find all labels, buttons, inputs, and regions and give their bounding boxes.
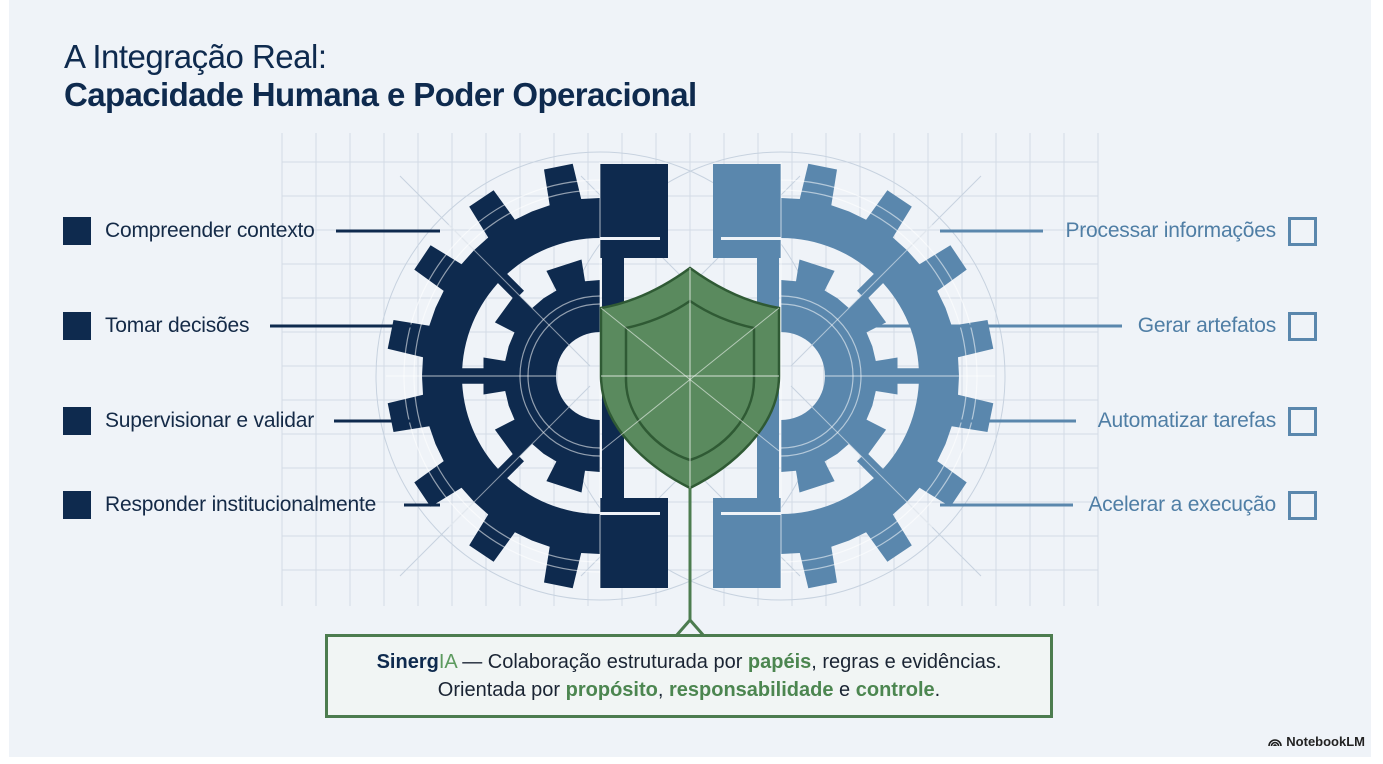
brand-ia: IA bbox=[438, 651, 457, 673]
synergy-callout: SinergIA — Colaboração estruturada por p… bbox=[325, 634, 1053, 718]
human-capacity-item: Supervisionar e validar bbox=[63, 406, 314, 436]
item-label: Compreender contexto bbox=[105, 219, 315, 242]
outline-square-icon bbox=[1288, 216, 1317, 246]
highlight-papeis: papéis bbox=[747, 651, 812, 673]
outline-square-icon bbox=[1288, 311, 1317, 341]
watermark-label: NotebookLM bbox=[1286, 734, 1365, 749]
item-label: Responder institucionalmente bbox=[105, 493, 377, 516]
brand-sinerg: Sinerg bbox=[376, 651, 439, 673]
callout-line-2: Orientada por propósito, responsabilidad… bbox=[438, 676, 940, 704]
item-label: Acelerar a execução bbox=[1088, 493, 1276, 516]
callout-text: Orientada por bbox=[437, 679, 566, 701]
connector-lines bbox=[270, 229, 1122, 507]
human-capacity-gear-icon bbox=[386, 162, 668, 590]
shield-icon bbox=[599, 266, 781, 637]
item-label: Supervisionar e validar bbox=[105, 409, 315, 432]
highlight-proposito: propósito bbox=[565, 679, 658, 701]
callout-text: , regras e evidências. bbox=[811, 651, 1002, 673]
outline-square-icon bbox=[1288, 490, 1317, 520]
item-label: Tomar decisões bbox=[105, 314, 250, 337]
item-label: Gerar artefatos bbox=[1137, 314, 1276, 337]
highlight-responsabilidade: responsabilidade bbox=[668, 679, 834, 701]
notebooklm-watermark: NotebookLM bbox=[1268, 734, 1365, 749]
callout-text: . bbox=[934, 679, 941, 701]
highlight-controle: controle bbox=[855, 679, 935, 701]
operational-power-item: Automatizar tarefas bbox=[1098, 406, 1317, 436]
callout-text: , bbox=[657, 679, 669, 701]
human-capacity-item: Responder institucionalmente bbox=[63, 490, 376, 520]
callout-line-1: SinergIA — Colaboração estruturada por p… bbox=[377, 648, 1002, 676]
human-capacity-item: Compreender contexto bbox=[63, 216, 315, 246]
filled-square-icon bbox=[63, 491, 91, 519]
operational-power-item: Processar informações bbox=[1065, 216, 1317, 246]
human-capacity-item: Tomar decisões bbox=[63, 311, 249, 341]
filled-square-icon bbox=[63, 217, 91, 245]
outline-square-icon bbox=[1288, 406, 1317, 436]
title-line-2: Capacidade Humana e Poder Operacional bbox=[64, 76, 697, 113]
callout-text: — Colaboração estruturada por bbox=[456, 651, 748, 673]
operational-power-item: Gerar artefatos bbox=[1138, 311, 1317, 341]
item-label: Processar informações bbox=[1065, 219, 1276, 242]
title-line-1: A Integração Real: bbox=[64, 38, 327, 75]
filled-square-icon bbox=[63, 407, 91, 435]
notebooklm-icon bbox=[1268, 739, 1283, 747]
filled-square-icon bbox=[63, 312, 91, 340]
operational-power-item: Acelerar a execução bbox=[1088, 490, 1317, 520]
page-title: A Integração Real: Capacidade Humana e P… bbox=[64, 38, 697, 114]
callout-text: e bbox=[833, 679, 856, 701]
operational-power-gear-icon bbox=[713, 162, 995, 590]
item-label: Automatizar tarefas bbox=[1097, 409, 1276, 432]
